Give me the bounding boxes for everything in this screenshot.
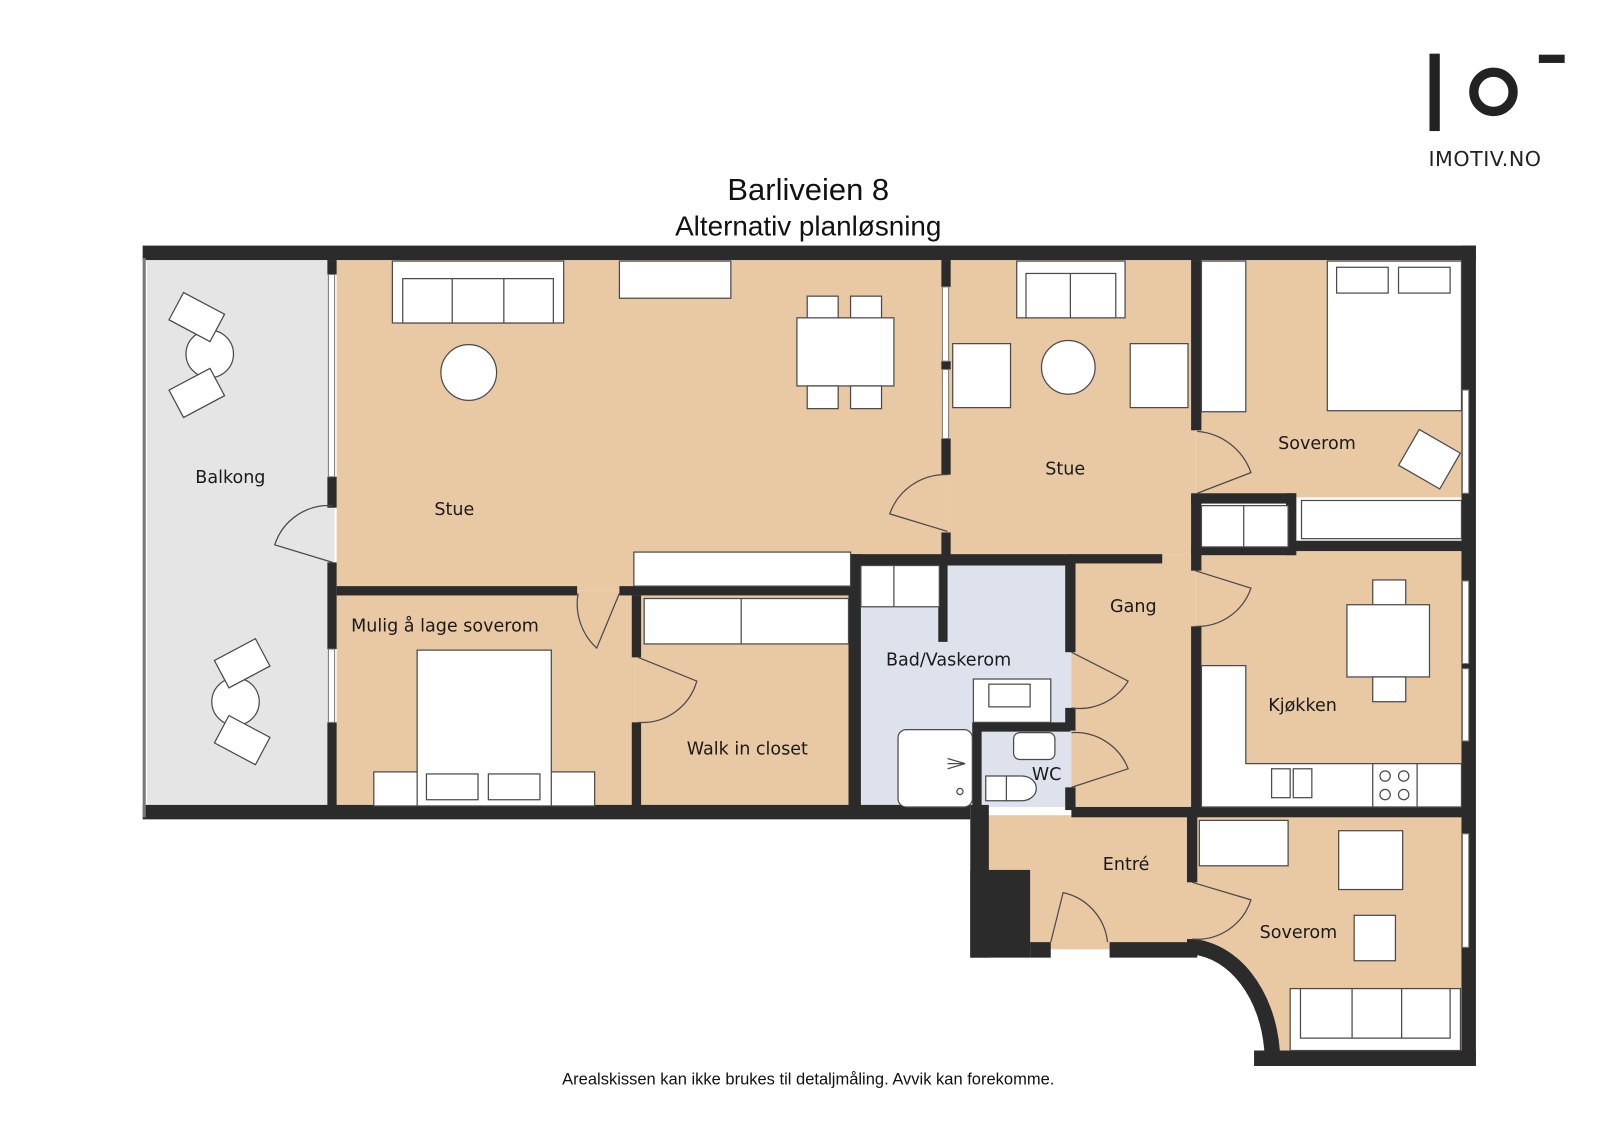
door-soverom-bottom <box>1191 881 1252 940</box>
imotiv-logo-icon <box>1429 53 1565 132</box>
washer-dryer <box>860 564 940 608</box>
imotiv-logo: IMOTIV.NO <box>1428 53 1565 171</box>
kitchen-table <box>1346 579 1431 703</box>
coffee-table <box>440 344 498 402</box>
kitchen-counter <box>1200 664 1463 808</box>
sink-wc <box>1012 732 1056 761</box>
wardrobe-soverom-top <box>1200 260 1247 413</box>
side-table-soverom-bottom <box>1353 914 1397 962</box>
armchair-soverom-bottom <box>1338 830 1404 891</box>
shower <box>897 728 973 808</box>
door-entre <box>1050 891 1109 943</box>
room-labels: Balkong Stue Stue Soverom Mulig å lage s… <box>195 434 1356 943</box>
label-walk-in-closet: Walk in closet <box>687 739 808 759</box>
plan-title: Barliveien 8 <box>727 172 889 207</box>
door-kjokken <box>1195 570 1252 628</box>
gang-floor <box>1071 554 1196 813</box>
disclaimer: Arealskissen kan ikke brukes til detaljm… <box>562 1071 1054 1089</box>
closet-hall <box>1200 505 1289 548</box>
door-mulig-soverom <box>576 593 620 650</box>
armchair-left <box>952 343 1012 409</box>
sink-bad <box>972 678 1052 723</box>
label-mulig-soverom: Mulig å lage soverom <box>351 616 539 637</box>
furniture <box>168 260 1463 1052</box>
armchair-right <box>1129 343 1189 409</box>
armchair-soverom-top <box>1397 428 1462 490</box>
label-soverom-bottom: Soverom <box>1260 923 1338 943</box>
toilet-icon <box>985 775 1037 802</box>
wardrobe-soverom-bottom <box>1198 819 1289 867</box>
door-bad <box>1071 651 1130 710</box>
drain-icon <box>956 787 964 796</box>
sideboard <box>633 551 852 587</box>
desk-soverom-top <box>1300 499 1463 540</box>
door-walk-in <box>637 656 698 724</box>
door-stue <box>888 474 948 533</box>
tv-bench <box>618 260 732 299</box>
door-wc <box>1071 731 1129 788</box>
bed-soverom-top <box>1326 260 1463 412</box>
label-soverom-top: Soverom <box>1278 434 1356 454</box>
label-bad: Bad/Vaskerom <box>886 651 1011 671</box>
door-balcony <box>273 504 333 563</box>
bed-mulig-soverom <box>373 649 596 807</box>
round-table-small <box>1040 339 1096 395</box>
balcony-table-set-bottom <box>211 637 271 766</box>
label-kjokken: Kjøkken <box>1268 696 1337 716</box>
sofa-soverom-bottom <box>1289 987 1462 1052</box>
sofa-stue-small <box>1016 260 1126 319</box>
label-entre: Entré <box>1103 855 1150 875</box>
label-stue-main: Stue <box>434 500 474 520</box>
sofa-stue-main <box>391 260 565 324</box>
plan-subtitle: Alternativ planløsning <box>675 210 941 241</box>
label-gang: Gang <box>1110 597 1157 617</box>
label-wc: WC <box>1032 765 1062 785</box>
closet-shelves <box>643 597 850 645</box>
doors <box>273 430 1252 943</box>
door-soverom-top <box>1197 430 1252 494</box>
logo-text: IMOTIV.NO <box>1428 147 1541 171</box>
walls <box>142 245 1476 1066</box>
label-balkong: Balkong <box>195 468 265 488</box>
shower-head-icon <box>947 757 966 770</box>
balcony-table-set-top <box>168 291 235 419</box>
label-stue-small: Stue <box>1045 460 1085 480</box>
dining-table <box>796 295 895 410</box>
